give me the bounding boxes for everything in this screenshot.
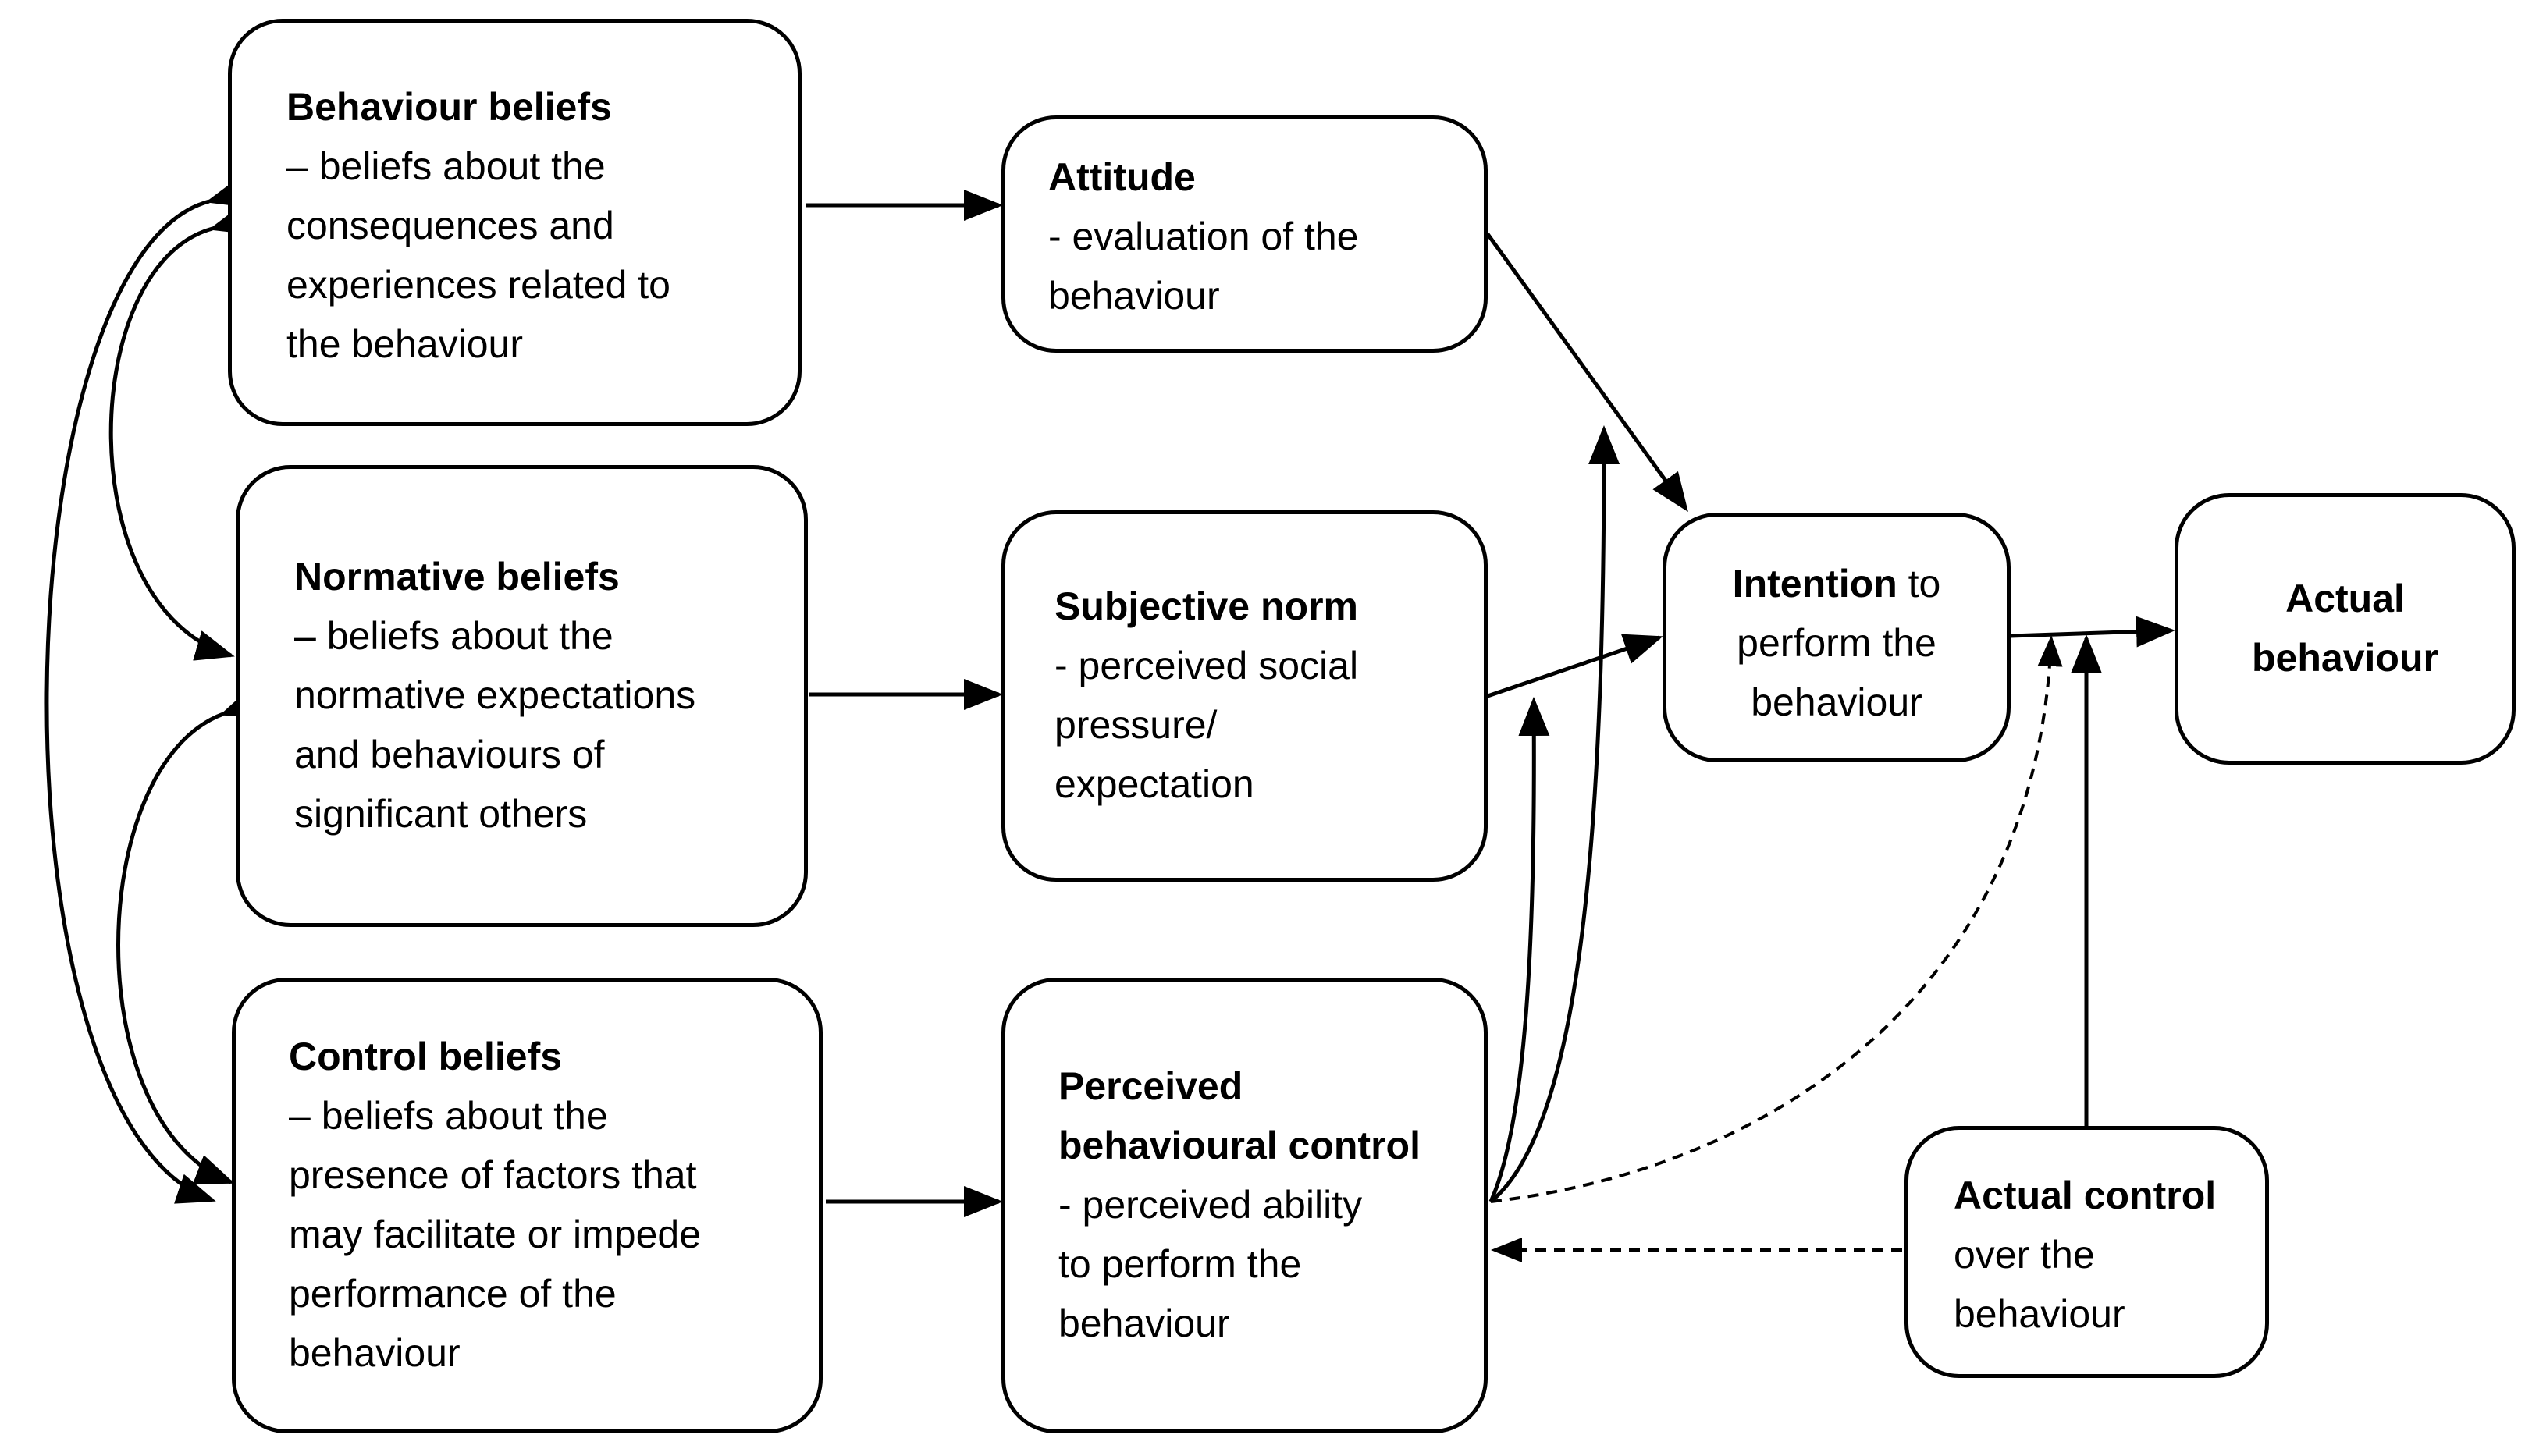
attitude-box: Attitude - evaluation of the behaviour [1001,115,1488,353]
attitude-line: behaviour [1048,274,1220,318]
arrow-pbc-to-subjective-norm-path [1488,697,1550,1203]
normative-beliefs-line: significant others [294,792,588,836]
intention-line: perform the [1737,621,1936,665]
subjective-norm-line: - perceived social [1054,644,1359,687]
arrow-behaviour-beliefs-control-beliefs [44,176,247,1204]
subjective-norm-line: pressure/ [1054,703,1218,747]
control-beliefs-line: may facilitate or impede [289,1213,702,1256]
attitude-line: - evaluation of the [1048,215,1359,258]
intention-title-rest: to [1897,562,1941,605]
normative-beliefs-line: – beliefs about the [294,614,613,658]
pbc-title-line: Perceived [1058,1064,1243,1108]
intention-title: Intention [1732,562,1897,605]
subjective-norm-line: expectation [1054,762,1254,806]
subjective-norm-box: Subjective norm - perceived social press… [1001,510,1488,882]
normative-beliefs-box: Normative beliefs – beliefs about the no… [236,465,808,927]
control-beliefs-line: – beliefs about the [289,1094,608,1138]
behaviour-beliefs-line: the behaviour [286,322,524,366]
intention-line: behaviour [1751,680,1922,724]
control-beliefs-title: Control beliefs [289,1035,563,1078]
pbc-title-line: behavioural control [1058,1124,1421,1167]
arrow-intention-to-actual-behaviour [2010,616,2175,648]
control-beliefs-line: behaviour [289,1331,461,1375]
actual-behaviour-title-line: behaviour [2252,636,2438,680]
attitude-title: Attitude [1048,155,1196,199]
behaviour-beliefs-line: consequences and [286,204,614,247]
pbc-line: to perform the [1058,1242,1302,1286]
actual-behaviour-box: Actual behaviour [2175,493,2516,765]
normative-beliefs-line: and behaviours of [294,733,605,776]
actual-control-title: Actual control [1954,1174,2217,1217]
actual-control-box: Actual control over the behaviour [1904,1126,2269,1378]
control-beliefs-line: presence of factors that [289,1153,697,1197]
pbc-line: - perceived ability [1058,1183,1363,1227]
arrow-pbc-to-attitude-path [1489,425,1620,1203]
dashed-arrow-pbc-to-behaviour-path [1490,635,2063,1203]
intention-first-line: Intention to [1682,554,1991,613]
perceived-behavioural-control-box: Perceived behavioural control - perceive… [1001,978,1488,1433]
behaviour-beliefs-line: – beliefs about the [286,144,606,188]
arrow-behaviour-beliefs-normative-beliefs [108,204,251,661]
control-beliefs-box: Control beliefs – beliefs about the pres… [232,978,823,1433]
subjective-norm-title: Subjective norm [1054,584,1358,628]
arrow-subjective-norm-to-intention [1487,634,1663,698]
actual-behaviour-title-line: Actual [2285,577,2405,620]
normative-beliefs-title: Normative beliefs [294,555,620,598]
actual-control-line: behaviour [1954,1292,2125,1336]
intention-box: Intention to perform the behaviour [1663,513,2011,762]
control-beliefs-line: performance of the [289,1272,617,1316]
pbc-line: behaviour [1058,1302,1230,1345]
behaviour-beliefs-line: experiences related to [286,263,670,307]
behaviour-beliefs-box: Behaviour beliefs – beliefs about the co… [228,19,802,426]
behaviour-beliefs-title: Behaviour beliefs [286,85,612,129]
arrow-normative-beliefs-control-beliefs [116,687,262,1184]
actual-control-line: over the [1954,1233,2095,1277]
arrow-attitude-to-intention [1485,233,1688,513]
normative-beliefs-line: normative expectations [294,673,696,717]
